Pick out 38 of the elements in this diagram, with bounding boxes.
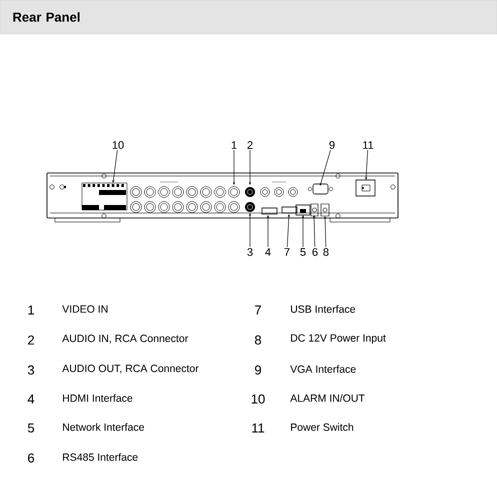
callout-number: 7 xyxy=(284,248,290,256)
item-label: Power Switch xyxy=(291,423,354,431)
item-label: HDMI Interface xyxy=(63,394,132,402)
leader-line xyxy=(324,216,326,248)
item-label: DC 12V Power Input xyxy=(291,334,386,344)
item-label: AUDIO OUT, RCA Connector xyxy=(62,364,199,374)
item-label: VGA Interface xyxy=(290,365,356,373)
callout-number: 7 xyxy=(255,306,261,314)
callout-number: 3 xyxy=(247,248,253,256)
callout-number: 10 xyxy=(252,394,265,404)
callout-number: 6 xyxy=(312,248,318,256)
callout-number: 10 xyxy=(112,141,124,149)
callout-number: 9 xyxy=(255,365,261,375)
callout-number: 11 xyxy=(363,141,374,149)
callout-number: 8 xyxy=(323,248,329,256)
callout-number: 11 xyxy=(252,424,264,432)
callout-number: 9 xyxy=(329,141,335,149)
item-label: ALARM IN/OUT xyxy=(290,394,365,402)
callout-number: 4 xyxy=(28,394,34,404)
callout-number: 1 xyxy=(232,141,237,149)
callout-number: 1 xyxy=(28,306,34,314)
callout-number: 5 xyxy=(28,423,34,433)
callout-number: 2 xyxy=(247,141,252,149)
header-band: Rear Panel xyxy=(0,0,497,34)
item-label: VIDEO IN xyxy=(62,305,108,313)
callout-number: 3 xyxy=(28,365,34,375)
callout-number: 5 xyxy=(300,248,306,256)
callout-number: 6 xyxy=(28,453,34,463)
leader-line xyxy=(112,150,118,183)
item-label: AUDIO IN, RCA Connector xyxy=(62,334,188,344)
item-label: RS485 Interface xyxy=(63,453,138,461)
leader-line xyxy=(312,215,316,248)
callout-number: 2 xyxy=(28,335,34,345)
callout-number: 4 xyxy=(265,248,271,256)
item-label: USB Interface xyxy=(291,305,356,313)
callout-number: 8 xyxy=(254,335,262,345)
leader-line xyxy=(320,150,331,186)
item-label: Network Interface xyxy=(63,423,144,431)
